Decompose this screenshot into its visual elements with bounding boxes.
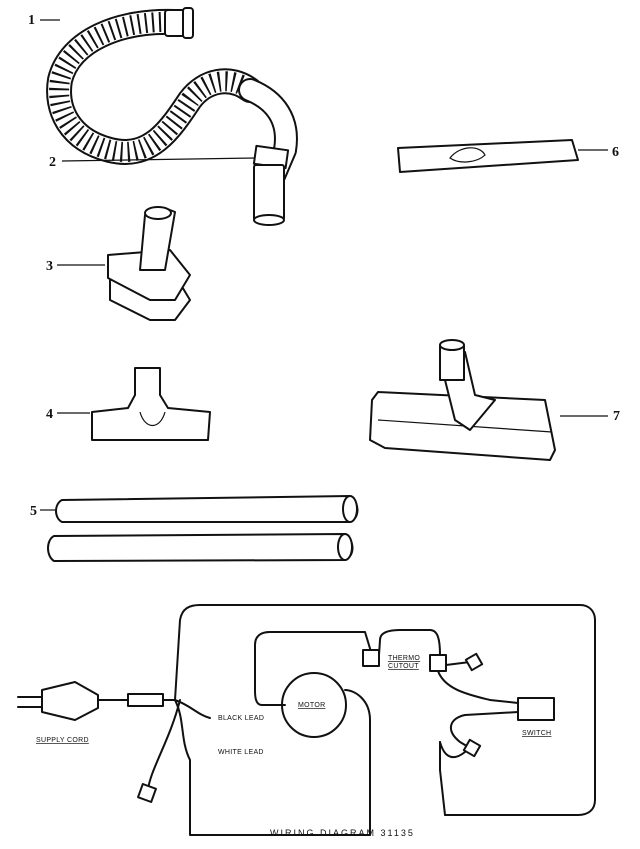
callout-2-leader	[61, 157, 256, 162]
supply-cord-label: SUPPLY CORD	[36, 737, 89, 744]
wand-tubes-part	[47, 495, 359, 562]
white-lead-label: WHITE LEAD	[218, 749, 264, 756]
switch-label: SWITCH	[522, 730, 551, 737]
switch-box	[517, 697, 555, 721]
crevice-tool-part	[397, 139, 579, 173]
callout-6: 6	[612, 145, 619, 160]
upholstery-tool-part	[91, 367, 211, 441]
callout-5: 5	[30, 504, 37, 519]
callout-7: 7	[613, 409, 620, 424]
thermo-cutout-connector	[362, 649, 380, 667]
callout-4: 4	[46, 407, 53, 422]
callout-3: 3	[46, 259, 53, 274]
cutout-label: CUTOUT	[388, 663, 419, 670]
hose-part	[46, 7, 298, 226]
callout-2: 2	[49, 155, 56, 170]
thermo-label: THERMO	[388, 655, 420, 662]
wiring-diagram	[17, 604, 596, 836]
floor-tool-part	[369, 339, 556, 461]
black-lead-label: BLACK LEAD	[218, 715, 264, 722]
wiring-diagram-caption: WIRING DIAGRAM 31135	[270, 828, 415, 838]
brush-part	[107, 206, 191, 321]
callout-1: 1	[28, 13, 35, 28]
motor-label: MOTOR	[298, 702, 325, 709]
